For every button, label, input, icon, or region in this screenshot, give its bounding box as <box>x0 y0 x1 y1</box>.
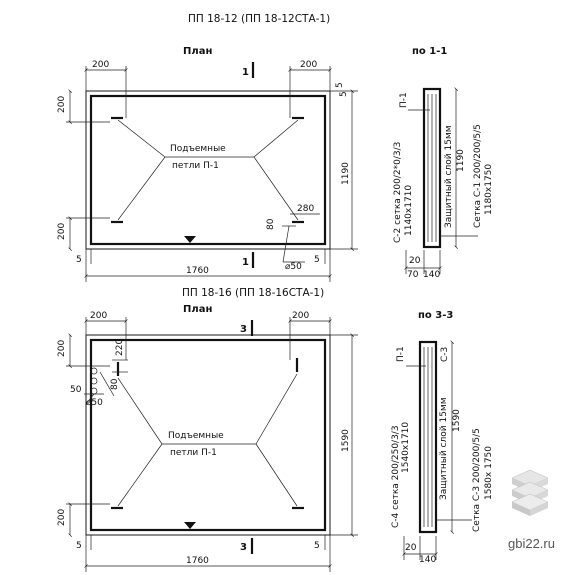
bottom-dim-220: 220 <box>115 339 125 356</box>
top-sec-height: 1190 <box>456 149 466 172</box>
bottom-loops-label-2: петли П-1 <box>170 448 217 458</box>
bottom-sec-cover: Защитный слой 15мм <box>439 397 449 500</box>
top-sec-mesh-left-2: 1140х1710 <box>404 185 414 236</box>
top-sec-mesh-left-1: С-2 сетка 200/2*0/3/3 <box>393 142 403 243</box>
bottom-dim-side-top: 200 <box>57 340 67 357</box>
top-slab-outer <box>85 90 331 250</box>
bottom-dim-80: 80 <box>110 378 120 390</box>
top-sec-edge: 5 <box>335 82 345 88</box>
bottom-plan-label: План <box>183 304 212 315</box>
top-sec-70: 70 <box>407 270 419 280</box>
top-dim-right-200: 200 <box>300 60 317 70</box>
top-dim-side-bottom: 200 <box>57 223 67 240</box>
bottom-dim-right-200: 200 <box>292 311 309 321</box>
top-loops-label-1: Подъемные <box>170 144 226 154</box>
top-title: ПП 18-12 (ПП 18-12СТА-1) <box>188 13 330 25</box>
top-section-slab <box>422 87 442 249</box>
top-loops-label-2: петли П-1 <box>172 161 219 171</box>
bottom-sec-mesh-left-1: С-4 сетка 200/250/3/3 <box>391 425 401 528</box>
bottom-cut-mark-bottom: 3 <box>240 542 247 553</box>
top-section-label: по 1-1 <box>412 46 447 57</box>
watermark-logo-icon <box>511 469 549 516</box>
bottom-dim-edge-l: 5 <box>76 541 82 551</box>
bottom-cut-mark-top: 3 <box>240 324 247 335</box>
bottom-section-label: по 3-3 <box>418 310 453 321</box>
bottom-title: ПП 18-16 (ПП 18-16СТА-1) <box>182 287 324 299</box>
top-center-marker <box>184 236 196 243</box>
top-dim-width: 1760 <box>186 266 209 276</box>
top-dim-edge-b: 5 <box>314 255 320 265</box>
top-sec-140: 140 <box>423 270 440 280</box>
top-sec-cover: Защитный слой 15мм <box>444 125 454 228</box>
top-dim-edge-l: 5 <box>76 255 82 265</box>
top-section: П-1 С-2 сетка 200/2*0/3/3 1140х1710 Защи… <box>335 82 494 280</box>
top-dim-side-top: 200 <box>57 96 67 113</box>
top-dim-280: 280 <box>297 204 314 214</box>
top-dim-left-200: 200 <box>92 60 109 70</box>
bottom-section-slab <box>418 340 438 534</box>
top-cut-mark-bottom: 1 <box>242 257 249 268</box>
top-slab-inner <box>89 94 327 246</box>
top-dim-phi: ⌀50 <box>285 262 302 272</box>
bottom-dim-phi: ⌀50 <box>86 398 103 408</box>
bottom-dim-width: 1760 <box>186 556 209 566</box>
top-plan-label: План <box>183 46 212 57</box>
top-dim-edge-r: 5 <box>339 91 349 97</box>
top-plan: 200 200 1 1 200 200 1190 5 1760 5 5 <box>57 60 358 282</box>
bottom-sec-140: 140 <box>419 555 436 565</box>
bottom-dim-left-200: 200 <box>90 311 107 321</box>
top-sec-mesh-right-1: Сетка С-1 200/200/5/5 <box>473 124 483 228</box>
top-cut-mark-top: 1 <box>242 67 249 78</box>
bottom-sec-height: 1590 <box>452 409 462 432</box>
top-dim-80: 80 <box>266 218 276 230</box>
bottom-dim-height: 1590 <box>341 429 351 452</box>
bottom-dim-edge-r: 5 <box>314 541 320 551</box>
bottom-section: П-1 С-3 С-4 сетка 200/250/3/3 1540х1710 … <box>391 342 494 565</box>
top-sec-20: 20 <box>409 256 421 266</box>
bottom-plan: 200 200 3 3 200 200 1590 1760 5 5 <box>57 311 358 572</box>
bottom-sec-20: 20 <box>405 543 417 553</box>
bottom-slab-inner <box>89 338 327 532</box>
watermark-text: gbi22.ru <box>508 536 555 551</box>
bottom-sec-c3: С-3 <box>440 347 450 362</box>
bottom-loops-label-1: Подъемные <box>168 431 224 441</box>
top-sec-p1: П-1 <box>399 92 409 108</box>
bottom-sec-mesh-right-2: 1580х 1750 <box>484 446 494 500</box>
bottom-dim-side-bottom: 200 <box>57 509 67 526</box>
bottom-dim-50: 50 <box>70 385 82 395</box>
bottom-sec-mesh-right-1: Сетка С-3 200/200/5/5 <box>472 428 482 532</box>
bottom-sec-mesh-left-2: 1540х1710 <box>401 422 411 473</box>
top-dim-height: 1190 <box>341 162 351 185</box>
bottom-center-marker <box>184 522 196 529</box>
top-sec-mesh-right-2: 1180х1750 <box>484 164 494 215</box>
bottom-sec-p1: П-1 <box>396 346 406 362</box>
bottom-slab-outer <box>85 334 331 536</box>
